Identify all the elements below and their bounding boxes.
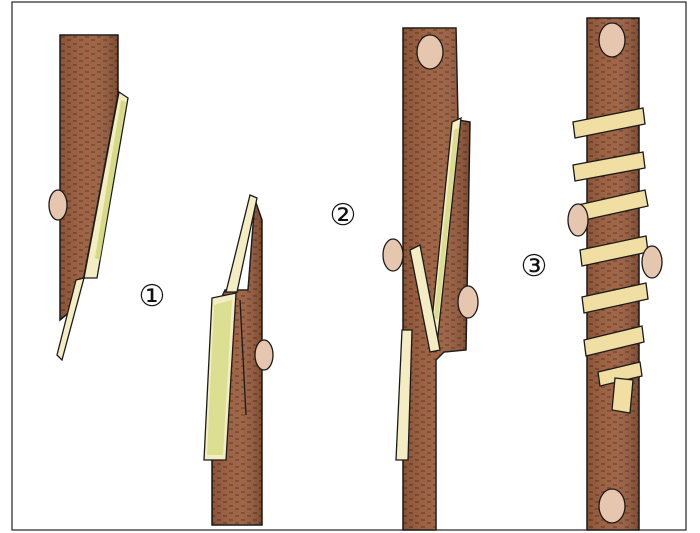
step-label-3: ③ — [521, 249, 548, 284]
rootstock-branch — [204, 195, 273, 525]
step-label-1: ① — [139, 279, 166, 314]
taped-graft — [568, 18, 662, 530]
bud-icon — [383, 239, 403, 271]
step-label-2: ② — [330, 198, 357, 233]
bud-icon — [255, 340, 273, 370]
bud-icon — [599, 23, 625, 57]
bud-icon — [642, 246, 662, 278]
bud-icon — [568, 204, 588, 236]
bud-icon — [599, 489, 625, 523]
bud-icon — [49, 190, 67, 220]
bud-icon — [458, 286, 478, 318]
scion-branch — [49, 35, 128, 360]
bud-icon — [417, 35, 443, 69]
graft-assembly — [383, 28, 478, 530]
